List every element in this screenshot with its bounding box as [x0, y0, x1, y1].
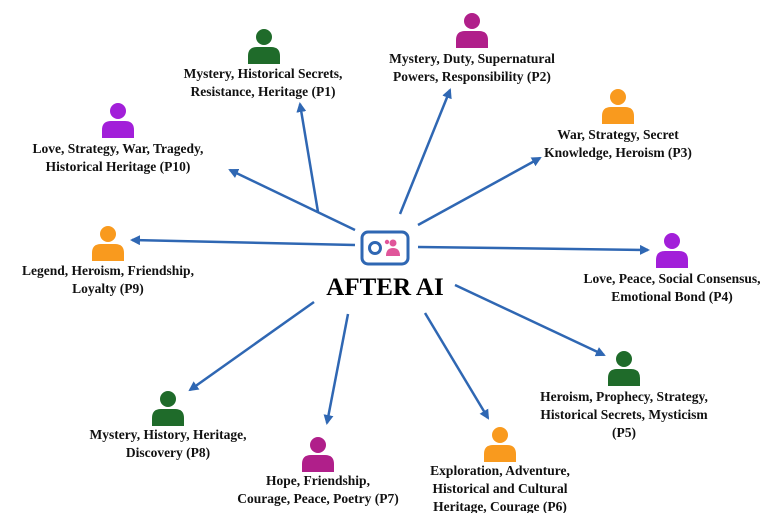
persona-label-p5: Heroism, Prophecy, Strategy, Historical S… [540, 388, 708, 442]
persona-label-line: Loyalty (P9) [72, 281, 144, 296]
persona-label-line: (P5) [611, 425, 636, 440]
arrow-to-p5 [454, 283, 606, 357]
persona-label-line: War, Strategy, Secret [557, 127, 679, 142]
persona-label-p7: Hope, Friendship, Courage, Peace, Poetry … [237, 472, 399, 508]
persona-label-line: Heroism, Prophecy, Strategy, [540, 389, 708, 404]
persona-label-line: Historical Secrets, Mysticism [540, 407, 708, 422]
arrow-to-p3 [417, 156, 542, 227]
persona-label-p8: Mystery, History, Heritage, Discovery (P8… [89, 426, 246, 462]
person-icon [456, 13, 488, 48]
person-icon [102, 103, 134, 138]
persona-label-line: Mystery, Duty, Supernatural [389, 51, 555, 66]
person-icon [602, 89, 634, 124]
arrow-to-p1 [296, 102, 320, 213]
person-icon [152, 391, 184, 426]
person-icon [92, 226, 124, 261]
persona-label-line: Powers, Responsibility (P2) [393, 69, 551, 84]
persona-label-line: Heritage, Courage (P6) [433, 499, 567, 513]
persona-label-line: Emotional Bond (P4) [611, 289, 733, 304]
persona-label-line: Discovery (P8) [125, 445, 211, 460]
arrow-to-p6 [423, 312, 490, 420]
persona-label-line: Love, Peace, Social Consensus, [583, 271, 761, 286]
persona-label-p9: Legend, Heroism, Friendship, Loyalty (P9) [22, 262, 194, 298]
persona-label-line: Legend, Heroism, Friendship, [22, 263, 194, 278]
center-title: AFTER AI [326, 274, 444, 301]
persona-label-p4: Love, Peace, Social Consensus, Emotional … [584, 270, 761, 306]
persona-label-line: Resistance, Heritage (P1) [190, 84, 336, 99]
persona-label-line: Love, Strategy, War, Tragedy, [32, 141, 204, 156]
persona-label-line: Exploration, Adventure, [430, 463, 570, 478]
persona-label-p1: Mystery, Historical Secrets, Resistance, … [184, 65, 343, 101]
persona-label-line: Historical Heritage (P10) [45, 159, 191, 174]
persona-label-p10: Love, Strategy, War, Tragedy, Historical … [33, 140, 204, 176]
persona-label-line: Knowledge, Heroism (P3) [544, 145, 692, 160]
arrow-to-p9 [130, 235, 356, 247]
arrow-to-p8 [188, 300, 315, 392]
person-icon [608, 351, 640, 386]
arrow-to-p7 [323, 313, 350, 425]
person-icon [248, 29, 280, 64]
arrow-to-p10 [228, 168, 356, 232]
arrow-to-p4 [417, 244, 650, 255]
person-icon [484, 427, 516, 462]
persona-label-line: Historical and Cultural [432, 481, 568, 496]
persona-label-line: Hope, Friendship, [266, 473, 370, 488]
persona-label-p6: Exploration, Adventure, Historical and Cu… [430, 462, 570, 513]
persona-label-line: Mystery, Historical Secrets, [183, 66, 343, 81]
ai-persona-card-icon [360, 230, 410, 266]
persona-label-line: Courage, Peace, Poetry (P7) [237, 491, 399, 506]
arrow-to-p2 [398, 88, 452, 215]
person-icon [302, 437, 334, 472]
persona-label-line: Mystery, History, Heritage, [89, 427, 247, 442]
person-icon [656, 233, 688, 268]
